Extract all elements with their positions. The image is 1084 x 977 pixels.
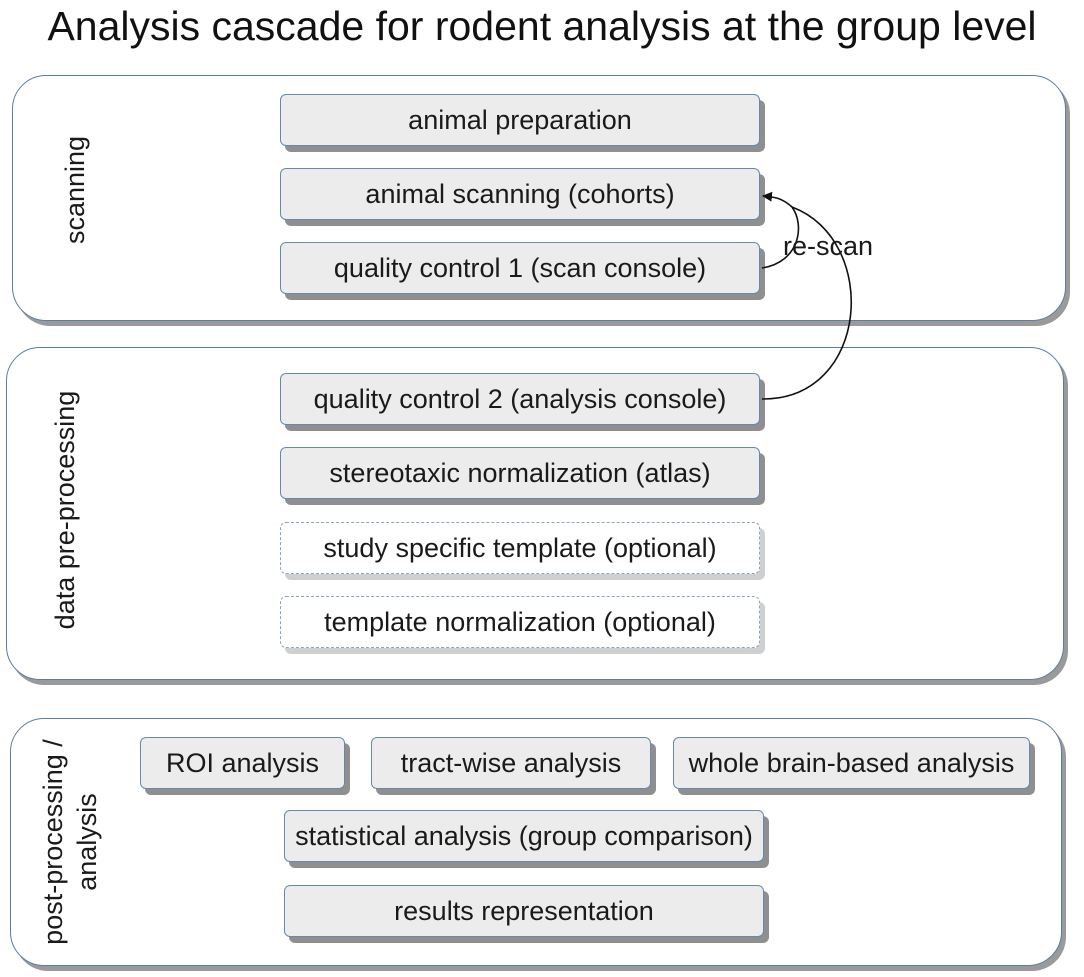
rescan-label: re-scan (783, 231, 874, 261)
tract-wise-analysis-box: tract-wise analysis (371, 737, 651, 789)
study-specific-template-box: study specific template (optional) (280, 522, 760, 574)
quality-control-1-box: quality control 1 (scan console) (280, 242, 760, 294)
statistical-analysis-box: statistical analysis (group comparison) (284, 810, 764, 862)
animal-scanning-box: animal scanning (cohorts) (280, 168, 760, 220)
preprocessing-panel-label: data pre-processing (50, 390, 80, 630)
postprocessing-label-line2: analysis (72, 793, 102, 891)
roi-analysis-box: ROI analysis (140, 737, 345, 789)
whole-brain-analysis-box: whole brain-based analysis (673, 737, 1030, 789)
animal-preparation-box: animal preparation (280, 94, 760, 146)
stereotaxic-normalization-box: stereotaxic normalization (atlas) (280, 447, 760, 499)
postprocessing-panel-label: post-processing / analysis (36, 712, 104, 972)
results-representation-box: results representation (284, 885, 764, 937)
template-normalization-box: template normalization (optional) (280, 596, 760, 648)
postprocessing-label-line1: post-processing / (38, 739, 68, 945)
quality-control-2-box: quality control 2 (analysis console) (280, 373, 760, 425)
scanning-panel-label: scanning (60, 135, 90, 245)
diagram-title: Analysis cascade for rodent analysis at … (47, 3, 1037, 49)
